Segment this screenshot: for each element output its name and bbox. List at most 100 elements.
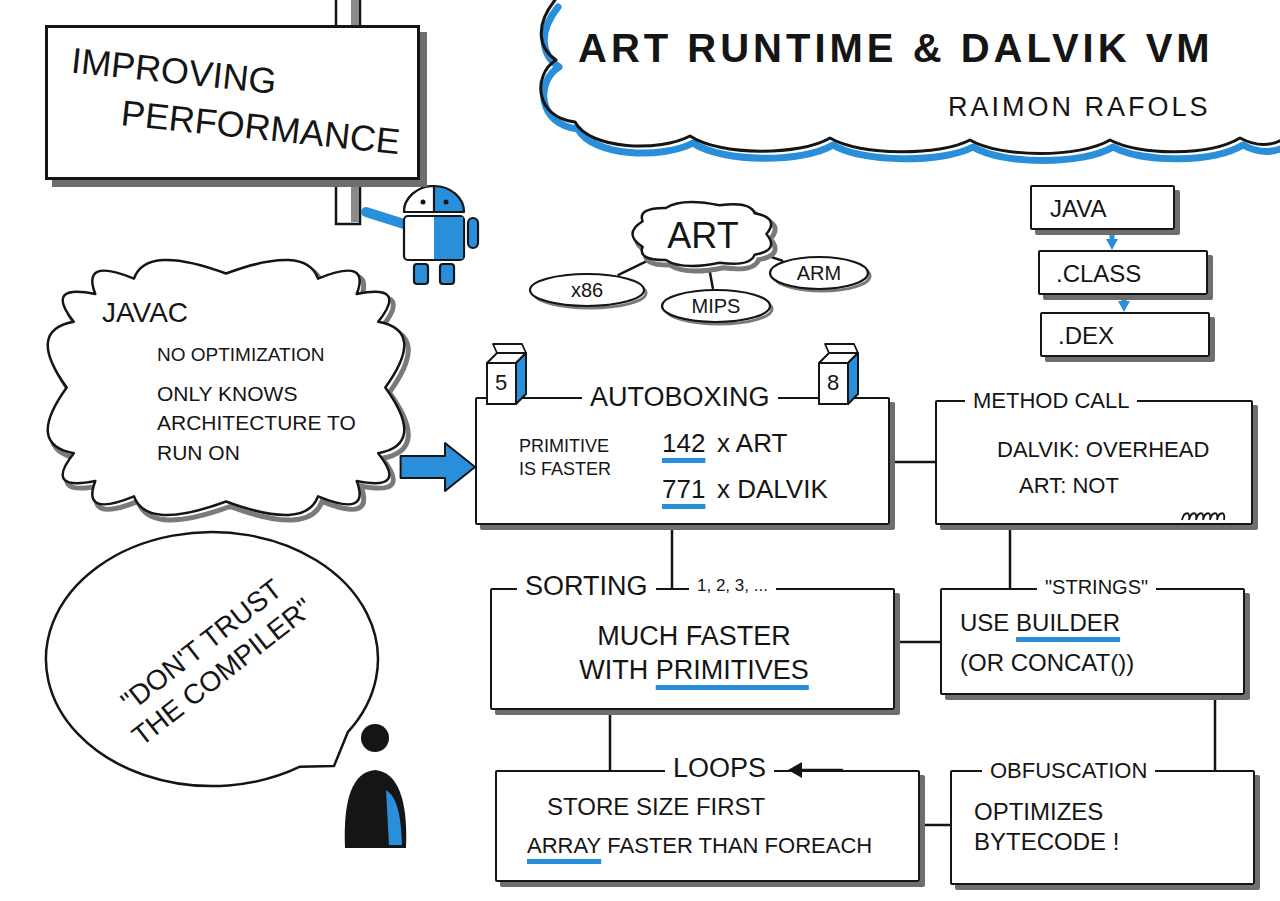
topic-box: LOOPSSTORE SIZE FIRSTARRAYFASTER THAN FO… bbox=[495, 770, 920, 882]
text-block: ONLY KNOWS ARCHITECTURE TO RUN ON bbox=[157, 379, 357, 467]
text-block: 8 bbox=[818, 369, 848, 397]
body-text: 142 bbox=[662, 428, 705, 458]
text-block: DALVIK: OVERHEAD bbox=[997, 436, 1209, 464]
cube-flap bbox=[825, 344, 858, 353]
ellipse-outline bbox=[770, 257, 868, 289]
android-figure bbox=[366, 186, 478, 284]
flow-arrow bbox=[401, 443, 475, 491]
connector-line bbox=[890, 461, 935, 464]
android-eye bbox=[444, 200, 449, 205]
cloud-outline bbox=[633, 202, 772, 266]
android-eye bbox=[421, 200, 426, 205]
body-text: 8 bbox=[827, 370, 839, 395]
body-text: ARM bbox=[797, 262, 841, 284]
connector bbox=[619, 262, 646, 275]
text-block: PRIMITIVE IS FASTER bbox=[519, 435, 624, 480]
speech-bubble: "DON'T TRUST THE COMPILER" bbox=[42, 528, 382, 790]
text-block: x ART bbox=[717, 427, 787, 460]
arrow-head bbox=[1106, 239, 1118, 250]
heading-text: 1, 2, 3, ... bbox=[697, 576, 768, 595]
cube-front bbox=[487, 363, 516, 404]
text-block: 142 bbox=[662, 427, 705, 460]
connector-line bbox=[1214, 695, 1217, 770]
scribble bbox=[1182, 513, 1224, 520]
connector bbox=[1118, 295, 1130, 312]
topic-box: OBFUSCATIONOPTIMIZES BYTECODE ! bbox=[950, 770, 1255, 885]
body-text: OPTIMIZES BYTECODE ! bbox=[974, 798, 1119, 855]
android-leg bbox=[440, 264, 454, 284]
text-block: ARM bbox=[768, 261, 870, 286]
text-block: .DEX bbox=[1058, 321, 1114, 351]
heading-patch: "STRINGS" bbox=[1037, 575, 1156, 600]
text-block: JAVA bbox=[1050, 194, 1106, 224]
heading-patch: OBFUSCATION bbox=[982, 757, 1155, 785]
body-text: 5 bbox=[495, 370, 507, 395]
heading-text: AUTOBOXING bbox=[590, 382, 770, 412]
heading-text: LOOPS bbox=[673, 753, 766, 783]
body-text: NO OPTIMIZATION bbox=[157, 344, 324, 365]
cloud-outline bbox=[48, 260, 405, 515]
ellipse-outline bbox=[662, 290, 770, 322]
heading-text: OBFUSCATION bbox=[990, 758, 1147, 783]
body-text: ART: NOT bbox=[1019, 473, 1119, 498]
text-block: USEBUILDER bbox=[960, 608, 1120, 638]
title-cloud-outline bbox=[541, 0, 1280, 154]
android-arm bbox=[366, 212, 404, 224]
text-block: MIPS bbox=[660, 294, 772, 319]
cube-side bbox=[848, 353, 858, 404]
author-label: RAIMON RAFOLS bbox=[948, 92, 1211, 123]
text-block: x DALVIK bbox=[717, 473, 828, 506]
cube-flap bbox=[493, 344, 526, 353]
connector bbox=[895, 642, 940, 643]
cube-front bbox=[819, 363, 848, 404]
arch-ellipse: MIPS bbox=[660, 288, 772, 324]
connector bbox=[710, 270, 713, 288]
body-text: JAVA bbox=[1050, 195, 1106, 222]
file-box: .DEX bbox=[1040, 312, 1210, 357]
heading-text: METHOD CALL bbox=[973, 388, 1129, 413]
note-cloud: JAVACNO OPTIMIZATIONONLY KNOWS ARCHITECT… bbox=[42, 255, 410, 520]
connector-line bbox=[895, 641, 940, 644]
title-cloud-shadow bbox=[544, 7, 1280, 161]
android-head bbox=[404, 186, 464, 212]
body-text: 771 bbox=[662, 474, 705, 504]
connector bbox=[1010, 525, 1011, 588]
speaker-figure bbox=[345, 724, 407, 848]
arrow-head bbox=[1118, 301, 1130, 312]
heading-patch: METHOD CALL bbox=[965, 387, 1137, 415]
body-text: ARRAY bbox=[527, 833, 601, 858]
connector-line bbox=[619, 262, 646, 275]
body-text: x86 bbox=[571, 279, 603, 301]
body-text: PRIMITIVES bbox=[656, 655, 809, 685]
bubble-outline bbox=[46, 532, 378, 786]
connector bbox=[1106, 230, 1118, 250]
connector bbox=[610, 710, 611, 770]
text-block: STORE SIZE FIRST bbox=[547, 792, 765, 822]
topic-box: AUTOBOXINGPRIMITIVE IS FASTER142x ART771… bbox=[475, 397, 890, 525]
text-block: NO OPTIMIZATION bbox=[157, 343, 324, 367]
arch-ellipse: ARM bbox=[768, 255, 870, 291]
connector-line bbox=[609, 710, 612, 770]
heading-patch: LOOPS bbox=[665, 752, 774, 786]
version-cube: 8 bbox=[818, 350, 860, 405]
arch-ellipse: x86 bbox=[528, 272, 646, 308]
body-text: USE bbox=[960, 609, 1009, 636]
body-text: IMPROVING PERFORMANCE bbox=[69, 40, 402, 162]
body-text: STORE SIZE FIRST bbox=[547, 793, 765, 820]
text-block: OPTIMIZES BYTECODE ! bbox=[974, 797, 1164, 857]
heading-patch: 1, 2, 3, ... bbox=[689, 575, 776, 596]
connector-line bbox=[920, 824, 950, 827]
android-body-shade bbox=[434, 217, 463, 259]
runtime-cloud: ART bbox=[628, 198, 778, 270]
connector-line bbox=[710, 270, 713, 288]
version-cube: 5 bbox=[486, 350, 528, 405]
body-text: x ART bbox=[717, 428, 787, 458]
text-block: x86 bbox=[528, 278, 646, 303]
heading-patch: AUTOBOXING bbox=[582, 381, 778, 415]
body-text: ONLY KNOWS ARCHITECTURE TO RUN ON bbox=[157, 382, 356, 464]
cube-outline bbox=[818, 350, 860, 405]
body-text: x DALVIK bbox=[717, 474, 828, 504]
android-leg bbox=[414, 264, 428, 284]
